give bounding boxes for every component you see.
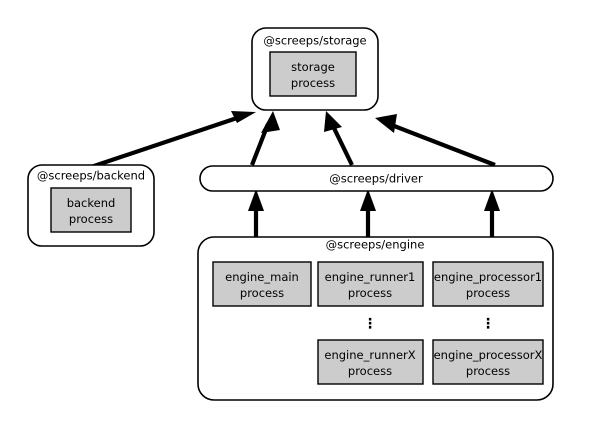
- package-storage-label: @screeps/storage: [263, 34, 366, 48]
- ellipsis-processor-icon: ⋮: [481, 316, 495, 332]
- process-engine-processorx-line2: process: [466, 364, 510, 378]
- package-backend[interactable]: @screeps/backend backend process: [27, 164, 155, 247]
- process-engine-runnerx-box: [317, 339, 424, 385]
- process-backend-line1: backend: [67, 196, 116, 210]
- process-engine-main-box: [212, 261, 312, 307]
- edge-engine-processor-to-driver: [484, 189, 500, 238]
- edge-driver-mid-to-storage: [324, 111, 354, 166]
- process-engine-runner1[interactable]: engine_runner1 process: [317, 261, 424, 307]
- package-driver-label: @screeps/driver: [329, 172, 423, 186]
- arrow-head-icon: [375, 114, 397, 133]
- process-engine-main-line1: engine_main: [225, 270, 299, 284]
- edge-driver-left-to-storage: [250, 111, 280, 166]
- process-engine-runnerx-line1: engine_runnerX: [324, 348, 415, 362]
- process-backend-line2: process: [69, 212, 113, 226]
- arrow-head-icon: [261, 111, 280, 133]
- process-backend-box: [50, 187, 132, 233]
- process-storage-line2: process: [291, 76, 335, 90]
- arrow-head-icon: [248, 189, 264, 211]
- package-backend-label: @screeps/backend: [37, 169, 145, 183]
- arrow-head-icon: [324, 111, 342, 132]
- package-storage[interactable]: @screeps/storage storage process: [251, 27, 379, 111]
- process-engine-processorx[interactable]: engine_processorX process: [432, 339, 544, 385]
- arrow-head-icon: [360, 189, 376, 211]
- package-engine[interactable]: @screeps/engine engine_main process engi…: [197, 236, 554, 401]
- process-engine-main-line2: process: [240, 286, 284, 300]
- edge-engine-runner-to-driver: [360, 189, 376, 238]
- edge-driver-right-to-storage: [375, 114, 496, 167]
- process-engine-runnerx-line2: process: [348, 364, 392, 378]
- edge-engine-main-to-driver: [248, 189, 264, 238]
- process-engine-processorx-line1: engine_processorX: [434, 348, 543, 362]
- package-driver-box: [199, 165, 554, 192]
- arrow-head-icon: [231, 111, 256, 123]
- process-engine-processor1-box: [432, 261, 544, 307]
- ellipsis-runner-icon: ⋮: [363, 316, 377, 332]
- process-engine-main[interactable]: engine_main process: [212, 261, 312, 307]
- process-engine-processor1-line1: engine_processor1: [434, 270, 542, 284]
- process-engine-runnerx[interactable]: engine_runnerX process: [317, 339, 424, 385]
- arrow-head-icon: [484, 189, 500, 211]
- process-storage-box: [269, 51, 357, 97]
- process-engine-runner1-box: [317, 261, 424, 307]
- process-engine-runner1-line2: process: [348, 286, 392, 300]
- package-engine-label: @screeps/engine: [326, 238, 425, 252]
- package-driver[interactable]: @screeps/driver: [199, 165, 554, 192]
- process-backend[interactable]: backend process: [50, 187, 132, 233]
- process-storage-line1: storage: [291, 60, 335, 74]
- process-engine-runner1-line1: engine_runner1: [325, 270, 416, 284]
- process-engine-processorx-box: [432, 339, 544, 385]
- process-engine-processor1[interactable]: engine_processor1 process: [432, 261, 544, 307]
- process-storage[interactable]: storage process: [269, 51, 357, 97]
- edge-backend-to-storage: [87, 111, 256, 170]
- process-engine-processor1-line2: process: [466, 286, 510, 300]
